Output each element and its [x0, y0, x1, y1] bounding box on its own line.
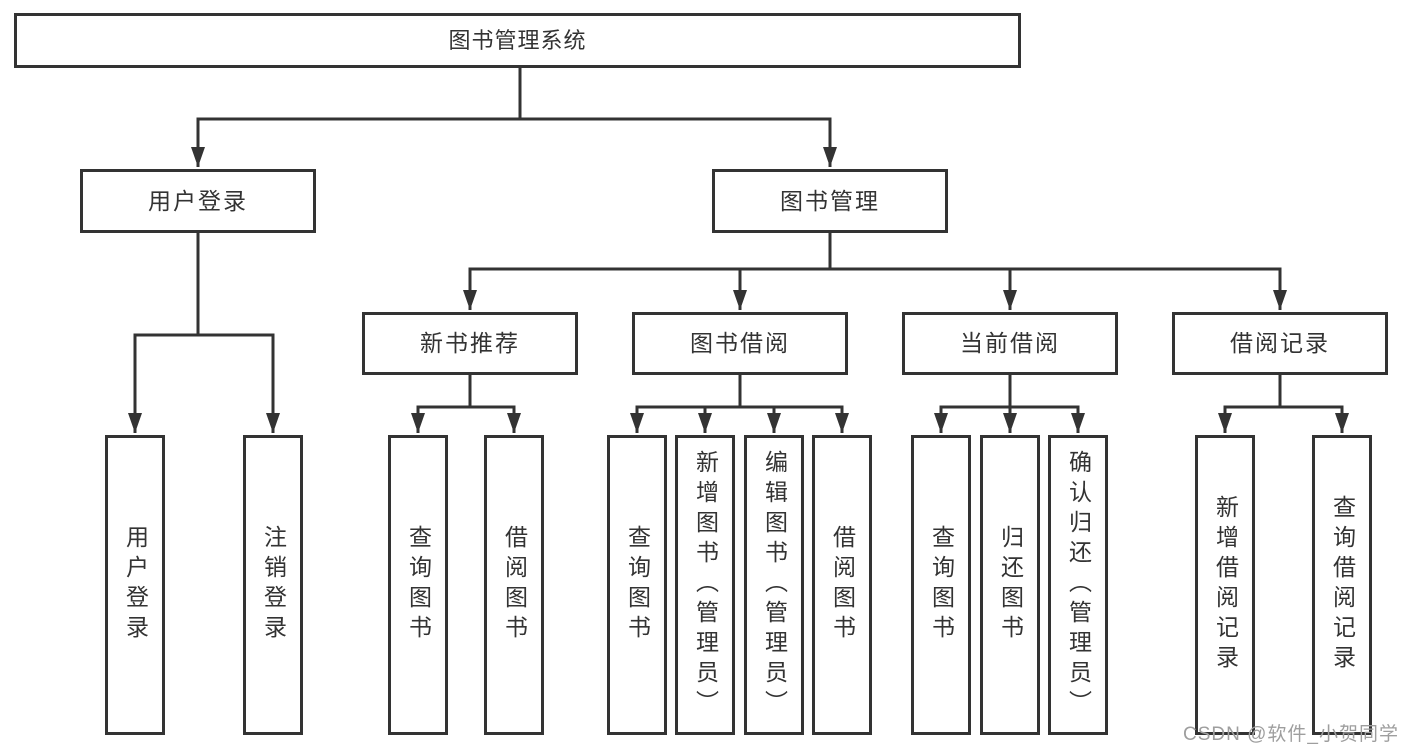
- node-library-system: 图书管理系统: [14, 13, 1021, 68]
- node-borrowing-records-label: 借阅记录: [1230, 330, 1330, 356]
- connector-new-book: [411, 375, 521, 433]
- leaf-borrowing-add-books-admin: 新增图书（管理员）: [675, 435, 735, 735]
- leaf-user-login: 用户登录: [105, 435, 165, 735]
- node-book-borrowing-label: 图书借阅: [690, 330, 790, 356]
- leaf-borrowing-add-books-admin-label: 新增图书（管理员）: [692, 450, 719, 720]
- node-book-management-label: 图书管理: [780, 187, 880, 214]
- leaf-current-query-books: 查询图书: [911, 435, 971, 735]
- connector-book-borrowing: [630, 375, 849, 433]
- node-library-system-label: 图书管理系统: [448, 27, 587, 53]
- leaf-borrowing-borrow-books: 借阅图书: [812, 435, 872, 735]
- leaf-newbook-borrow-books-label: 借阅图书: [501, 525, 528, 645]
- node-current-borrowing-label: 当前借阅: [960, 330, 1060, 356]
- connector-root: [191, 68, 837, 167]
- node-new-book-recommendation-label: 新书推荐: [420, 330, 520, 356]
- node-new-book-recommendation: 新书推荐: [362, 312, 578, 375]
- connector-user-login: [128, 233, 280, 433]
- connector-book-management: [463, 233, 1287, 310]
- leaf-records-query-record-label: 查询借阅记录: [1329, 495, 1356, 675]
- leaf-borrowing-query-books: 查询图书: [607, 435, 667, 735]
- leaf-current-confirm-return-admin: 确认归还（管理员）: [1048, 435, 1108, 735]
- leaf-newbook-query-books-label: 查询图书: [405, 525, 432, 645]
- leaf-newbook-query-books: 查询图书: [388, 435, 448, 735]
- csdn-watermark: CSDN @软件_小贺同学: [1183, 724, 1399, 745]
- node-user-login: 用户登录: [80, 169, 316, 233]
- node-borrowing-records: 借阅记录: [1172, 312, 1388, 375]
- leaf-newbook-borrow-books: 借阅图书: [484, 435, 544, 735]
- leaf-logout-label: 注销登录: [260, 525, 287, 645]
- node-book-management: 图书管理: [712, 169, 948, 233]
- node-current-borrowing: 当前借阅: [902, 312, 1118, 375]
- connector-borrowing-records: [1218, 375, 1349, 433]
- leaf-current-return-books-label: 归还图书: [997, 525, 1024, 645]
- leaf-user-login-label: 用户登录: [122, 525, 149, 645]
- leaf-borrowing-query-books-label: 查询图书: [624, 525, 651, 645]
- connector-current-borrowing: [934, 375, 1085, 433]
- leaf-logout: 注销登录: [243, 435, 303, 735]
- leaf-borrowing-edit-books-admin-label: 编辑图书（管理员）: [761, 450, 788, 720]
- leaf-records-add-record: 新增借阅记录: [1195, 435, 1255, 735]
- leaf-borrowing-borrow-books-label: 借阅图书: [829, 525, 856, 645]
- leaf-current-return-books: 归还图书: [980, 435, 1040, 735]
- leaf-current-confirm-return-admin-label: 确认归还（管理员）: [1065, 450, 1092, 720]
- leaf-records-add-record-label: 新增借阅记录: [1212, 495, 1239, 675]
- node-user-login-label: 用户登录: [148, 187, 248, 214]
- leaf-records-query-record: 查询借阅记录: [1312, 435, 1372, 735]
- node-book-borrowing: 图书借阅: [632, 312, 848, 375]
- leaf-current-query-books-label: 查询图书: [928, 525, 955, 645]
- leaf-borrowing-edit-books-admin: 编辑图书（管理员）: [744, 435, 804, 735]
